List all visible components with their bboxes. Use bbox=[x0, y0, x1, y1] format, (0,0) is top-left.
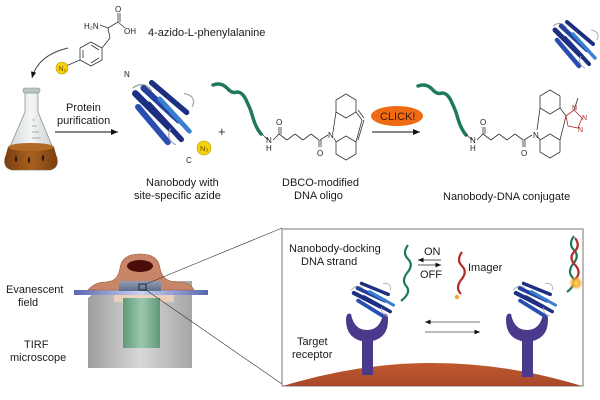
target-receptor-left bbox=[346, 313, 388, 375]
nanobody-ribbon-icon bbox=[133, 83, 194, 145]
azidophenylalanine-structure: O OH H₂N N₃ bbox=[55, 5, 136, 75]
azide-label: N₃ bbox=[59, 66, 67, 73]
nanobody-label-line1: Nanobody with bbox=[146, 177, 219, 189]
conjugate-structure: O N H O N N N N bbox=[416, 83, 587, 159]
evanescent-label-line1: Evanescent bbox=[6, 284, 63, 296]
imager-label: Imager bbox=[468, 262, 503, 274]
dbco-label-line2: DNA oligo bbox=[294, 190, 343, 202]
conjugate-label: Nanobody-DNA conjugate bbox=[443, 191, 570, 203]
atom-o: O bbox=[276, 118, 282, 127]
off-label: OFF bbox=[420, 269, 442, 281]
tirf-label-line1: TIRF bbox=[24, 339, 49, 351]
atom-n: N bbox=[266, 136, 272, 145]
dbco-oligo-structure: O N H O N bbox=[211, 82, 365, 161]
amine-group: H₂N bbox=[84, 22, 99, 31]
atom-n: N bbox=[470, 136, 476, 145]
receptor-label-line1: Target bbox=[297, 336, 328, 348]
imager-strand bbox=[456, 251, 466, 295]
atom-h: H bbox=[470, 144, 476, 153]
triazole-n: N bbox=[582, 115, 587, 122]
evanescent-label-line2: field bbox=[18, 297, 38, 309]
n-terminus-label: N bbox=[124, 70, 130, 79]
culture-flask-icon bbox=[4, 87, 58, 171]
atom-n: N bbox=[328, 131, 334, 140]
nanobody-azide-label: N₃ bbox=[200, 144, 208, 153]
tirf-microscope-schematic bbox=[74, 227, 283, 385]
coverslip bbox=[74, 290, 208, 295]
c-terminus-label: C bbox=[186, 156, 192, 165]
carbonyl-oxygen: O bbox=[115, 5, 121, 14]
excitation-beam bbox=[123, 298, 160, 348]
dna-paint-inset bbox=[281, 228, 584, 387]
click-badge bbox=[371, 106, 423, 126]
atom-n: N bbox=[533, 131, 539, 140]
fluorescence-glow bbox=[569, 276, 583, 290]
cell-nucleus bbox=[127, 260, 153, 272]
plus-sign: + bbox=[218, 124, 226, 139]
zoom-line-top bbox=[145, 227, 283, 285]
evanescent-field-band bbox=[119, 281, 161, 291]
step-label-line2: purification bbox=[57, 115, 110, 127]
hydroxyl-group: OH bbox=[124, 27, 136, 36]
zoom-line-bottom bbox=[145, 289, 283, 385]
docking-strand-left bbox=[400, 244, 412, 302]
target-receptor-right bbox=[506, 313, 548, 377]
conjugate-nanobody-ribbon-icon bbox=[553, 22, 598, 68]
zoom-region-box bbox=[138, 283, 147, 291]
click-badge-label: CLICK! bbox=[380, 111, 415, 123]
cell-membrane-surface bbox=[283, 363, 582, 386]
atom-o: O bbox=[480, 118, 486, 127]
docking-label-line2: DNA strand bbox=[301, 256, 357, 268]
dbco-label-line1: DBCO-modified bbox=[282, 177, 359, 189]
receptor-label-line2: receptor bbox=[292, 349, 333, 361]
azide-badge-amino-acid bbox=[55, 61, 69, 75]
on-label: ON bbox=[424, 246, 441, 258]
azide-badge-nanobody bbox=[196, 140, 212, 156]
bound-imager-strand bbox=[570, 237, 580, 281]
atom-o: O bbox=[317, 149, 323, 158]
triazole-n: N bbox=[578, 127, 583, 134]
nanobody-label-line2: site-specific azide bbox=[134, 190, 221, 202]
tirf-label-line2: microscope bbox=[10, 352, 66, 364]
imager-fluorophore bbox=[454, 294, 460, 300]
feed-arrow bbox=[30, 47, 69, 79]
amino-acid-name: 4-azido-L-phenylalanine bbox=[148, 27, 265, 39]
docking-label-line1: Nanobody-docking bbox=[289, 243, 381, 255]
atom-h: H bbox=[266, 144, 272, 153]
cell-body bbox=[87, 253, 195, 291]
atom-o: O bbox=[521, 149, 527, 158]
step-label-line1: Protein bbox=[66, 102, 101, 114]
